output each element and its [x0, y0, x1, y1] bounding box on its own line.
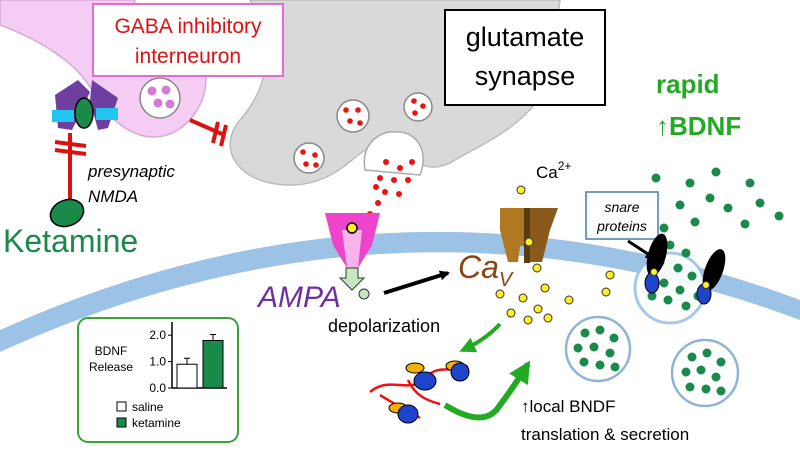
synapse-label-line2: synapse: [475, 61, 576, 91]
inset-bar-chart: 0.0 1.0 2.0: [149, 322, 227, 395]
glutamate-vesicle: [293, 142, 325, 174]
fusing-vesicle: [363, 131, 424, 176]
bdnf-increase-label: ↑BDNF: [656, 111, 741, 141]
synapse-label-box: [444, 9, 606, 106]
translation-to-secretion-arrow: [443, 360, 531, 421]
presynaptic-label-line2: NMDA: [88, 187, 138, 206]
glutamate-vesicle: [403, 92, 433, 122]
legend-label-saline: saline: [132, 400, 164, 414]
gaba-vesicle: [139, 77, 181, 119]
fusing-bdnf-vesicle: [633, 233, 726, 325]
snare-protein: [646, 233, 668, 277]
gaba-label-line2: interneuron: [135, 45, 241, 68]
presynaptic-label-line1: presynaptic: [87, 162, 175, 181]
presynaptic-nmda-receptor: [52, 80, 118, 130]
ampa-receptor: [325, 213, 380, 300]
legend-swatch-saline: [116, 401, 127, 412]
postsynaptic-membrane: [0, 231, 800, 352]
bdnf-release-inset: BDNF Release 0.0 1.0 2.0 saline ketamine: [77, 317, 239, 443]
snare-label-box: [585, 191, 659, 240]
mrna-ribosome-complex: [369, 360, 470, 424]
inset-ylabel-line1: BDNF: [95, 344, 128, 358]
gaba-inhibition-symbol: [189, 118, 228, 147]
released-bdnf: [651, 167, 784, 233]
depolarization-label: depolarization: [328, 316, 440, 336]
ampa-label: AMPA: [256, 281, 341, 314]
inset-y-tick-label: 0.0: [149, 381, 166, 395]
local-translation-label-line2: translation & secretion: [521, 425, 689, 444]
snare-protein: [702, 249, 726, 291]
ketamine-molecule: [49, 198, 85, 228]
inset-bar-ketamine: [202, 339, 224, 389]
rapid-label: rapid: [656, 69, 720, 99]
snare-protein: [644, 272, 660, 294]
calcium-to-translation-arrow: [459, 322, 502, 353]
cav-calcium-channel: [500, 208, 558, 263]
local-translation-label-line1: ↑local BNDF: [521, 397, 615, 416]
ca2-label: Ca2+: [536, 159, 571, 182]
ketamine-inhibition-symbol: [54, 133, 87, 203]
inset-bar-saline: [176, 363, 198, 389]
bdnf-vesicle: [670, 338, 740, 408]
cav-label: CaV: [458, 249, 514, 291]
gaba-label-line1: GABA inhibitory: [114, 15, 262, 38]
legend-label-ketamine: ketamine: [132, 416, 181, 430]
bdnf-vesicle: [564, 315, 632, 383]
inset-y-tick-label: 2.0: [149, 328, 166, 342]
inset-y-tick-label: 1.0: [149, 355, 166, 369]
ketamine-label: Ketamine: [3, 223, 138, 259]
legend-swatch-ketamine: [116, 417, 127, 428]
synapse-label-line1: glutamate: [466, 22, 585, 52]
gaba-label-box: [92, 3, 284, 77]
glutamate-vesicle: [336, 99, 370, 133]
snare-label-line2: proteins: [596, 218, 647, 234]
snare-label-line1: snare: [604, 199, 639, 215]
inset-ylabel-line2: Release: [89, 360, 133, 374]
depolarization-arrow: [383, 270, 450, 295]
calcium-ions: [495, 185, 615, 325]
